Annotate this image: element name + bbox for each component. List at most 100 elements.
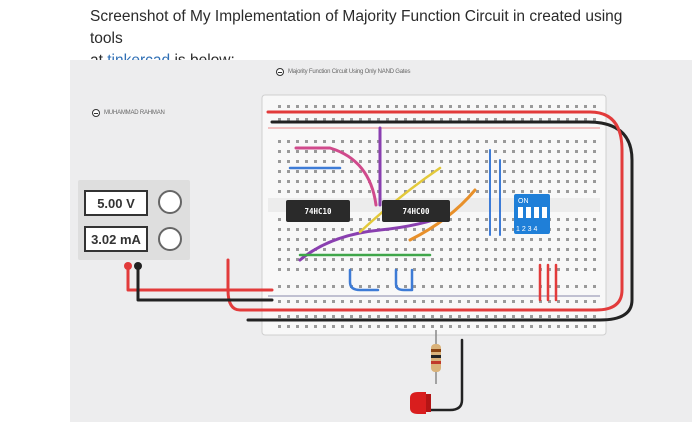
breadboard-hole (512, 105, 515, 108)
breadboard-hole (521, 105, 524, 108)
positive-terminal[interactable] (124, 262, 132, 270)
breadboard-hole (314, 238, 317, 241)
breadboard-hole (296, 150, 299, 153)
breadboard-hole (548, 140, 551, 143)
breadboard-hole (584, 315, 587, 318)
breadboard-hole (278, 218, 281, 221)
breadboard-hole (341, 190, 344, 193)
breadboard-hole (350, 268, 353, 271)
dip-switch[interactable] (514, 194, 550, 234)
breadboard-hole (422, 325, 425, 328)
current-readout: 3.02 mA (84, 226, 148, 252)
current-knob[interactable] (158, 227, 182, 251)
breadboard-hole (494, 170, 497, 173)
breadboard-hole (368, 218, 371, 221)
breadboard-hole (476, 160, 479, 163)
caption-line-1: Screenshot of My Implementation of Major… (90, 8, 623, 47)
breadboard-hole (557, 248, 560, 251)
dip-switch-numbers: 1 2 3 4 (516, 226, 538, 233)
breadboard-hole (530, 160, 533, 163)
breadboard-hole (494, 218, 497, 221)
breadboard-hole (386, 268, 389, 271)
breadboard-hole (359, 315, 362, 318)
wire-black-outer (246, 120, 634, 322)
breadboard-hole (305, 190, 308, 193)
breadboard-hole (314, 268, 317, 271)
breadboard-hole (359, 285, 362, 288)
breadboard-hole (485, 170, 488, 173)
breadboard-hole (494, 160, 497, 163)
breadboard-hole (521, 238, 524, 241)
breadboard-hole (575, 105, 578, 108)
breadboard-hole (368, 238, 371, 241)
breadboard-hole (323, 315, 326, 318)
breadboard-hole (305, 238, 308, 241)
breadboard-hole (341, 300, 344, 303)
breadboard-hole (584, 268, 587, 271)
breadboard-hole (521, 285, 524, 288)
breadboard-hole (296, 238, 299, 241)
breadboard-hole (449, 140, 452, 143)
breadboard-hole (494, 150, 497, 153)
breadboard-hole (521, 160, 524, 163)
breadboard-hole (485, 118, 488, 121)
breadboard-hole (575, 160, 578, 163)
circuit-title-note[interactable]: Majority Function Circuit Using Only NAN… (276, 68, 411, 76)
chip-74hc10[interactable] (286, 200, 350, 222)
author-note[interactable]: MUHAMMAD RAHMAN (92, 109, 165, 117)
breadboard-hole (368, 300, 371, 303)
breadboard-hole (584, 258, 587, 261)
breadboard-hole (512, 315, 515, 318)
breadboard-hole (413, 268, 416, 271)
breadboard-hole (548, 238, 551, 241)
breadboard-hole (494, 268, 497, 271)
breadboard-hole (413, 315, 416, 318)
voltage-knob[interactable] (158, 190, 182, 214)
wire-red-switch-pulls (538, 263, 558, 302)
breadboard-hole (449, 268, 452, 271)
breadboard-hole (440, 228, 443, 231)
collapse-icon[interactable] (276, 68, 284, 76)
breadboard-hole (341, 160, 344, 163)
breadboard-hole (341, 285, 344, 288)
dip-toggle-2[interactable] (526, 207, 531, 218)
breadboard-hole (575, 258, 578, 261)
breadboard-hole (323, 300, 326, 303)
breadboard-hole (521, 150, 524, 153)
resistor[interactable] (431, 330, 441, 384)
breadboard-hole (440, 268, 443, 271)
breadboard-hole (377, 105, 380, 108)
breadboard-hole (386, 140, 389, 143)
dip-toggle-1[interactable] (518, 207, 523, 218)
breadboard-hole (593, 325, 596, 328)
negative-terminal[interactable] (134, 262, 142, 270)
breadboard-hole (512, 118, 515, 121)
dip-switch-toggles[interactable] (518, 207, 547, 218)
breadboard-hole (503, 268, 506, 271)
breadboard-hole (593, 105, 596, 108)
breadboard-hole (494, 140, 497, 143)
breadboard-hole (305, 228, 308, 231)
breadboard-hole (494, 238, 497, 241)
breadboard-hole (476, 248, 479, 251)
breadboard-hole (449, 325, 452, 328)
breadboard-hole (323, 180, 326, 183)
chip-74hc00[interactable] (382, 200, 450, 222)
breadboard-hole (296, 258, 299, 261)
breadboard-hole (395, 258, 398, 261)
breadboard-hole (575, 228, 578, 231)
breadboard-hole (422, 150, 425, 153)
led[interactable] (410, 392, 431, 414)
breadboard-hole (368, 248, 371, 251)
collapse-icon[interactable] (92, 109, 100, 117)
breadboard-hole (440, 238, 443, 241)
dip-toggle-3[interactable] (534, 207, 539, 218)
breadboard-hole (386, 170, 389, 173)
breadboard-hole (521, 190, 524, 193)
dip-toggle-4[interactable] (542, 207, 547, 218)
breadboard-hole (323, 325, 326, 328)
breadboard-hole (521, 300, 524, 303)
breadboard-hole (494, 190, 497, 193)
breadboard-hole (332, 268, 335, 271)
